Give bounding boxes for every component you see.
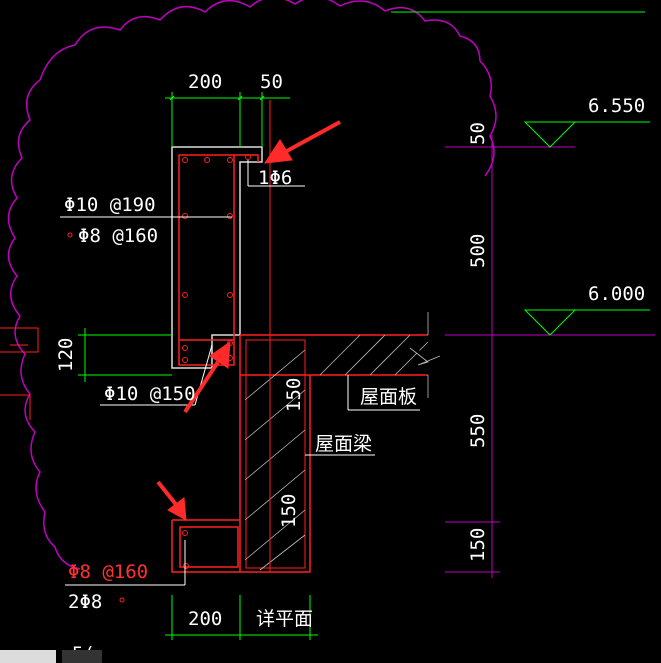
- elevation-markers: [523, 121, 650, 336]
- rebar-2phi8: 2Φ8: [68, 591, 102, 613]
- rebar-phi10-190: Φ10 @190: [64, 194, 156, 216]
- dim-lines-right: [445, 135, 655, 578]
- elevation-6550: 6.550: [588, 95, 645, 117]
- rebar-phi8-160-top: Φ8 @160: [78, 225, 158, 247]
- roof-beam-label: 屋面梁: [315, 433, 372, 455]
- dim-lines-bottom: [165, 595, 318, 640]
- leader-lines: [60, 160, 420, 586]
- status-box-2: [62, 650, 102, 663]
- detail-plan-label: 详平面: [256, 608, 313, 630]
- dim-150-lower: 150: [278, 494, 300, 528]
- dim-right-500: 500: [467, 234, 489, 268]
- dim-120: 120: [55, 338, 77, 372]
- dim-right-550: 550: [467, 414, 489, 448]
- dim-150-upper: 150: [283, 378, 305, 412]
- dim-lines-120: [78, 328, 172, 382]
- hatching: [244, 312, 441, 571]
- red-arrows: [156, 120, 341, 521]
- rebar-dots: [67, 154, 251, 603]
- dim-bottom-200: 200: [188, 608, 222, 630]
- rebar-phi10-150: Φ10 @150: [104, 383, 196, 405]
- dim-top-50: 50: [260, 71, 283, 93]
- rebar-1phi6: 1Φ6: [258, 167, 292, 189]
- revision-cloud: [7, 0, 645, 570]
- status-box: [0, 650, 56, 663]
- dim-top-200: 200: [188, 71, 222, 93]
- dim-right-50: 50: [467, 122, 489, 145]
- elevation-6000: 6.000: [588, 283, 645, 305]
- roof-slab-label: 屋面板: [360, 386, 417, 408]
- slab-beam-section: [171, 334, 428, 573]
- left-red-marks: [0, 327, 39, 420]
- dim-right-150: 150: [467, 528, 489, 562]
- rebar-phi8-160-bottom: Φ8 @160: [68, 561, 148, 583]
- dim-lines-top: [165, 92, 290, 147]
